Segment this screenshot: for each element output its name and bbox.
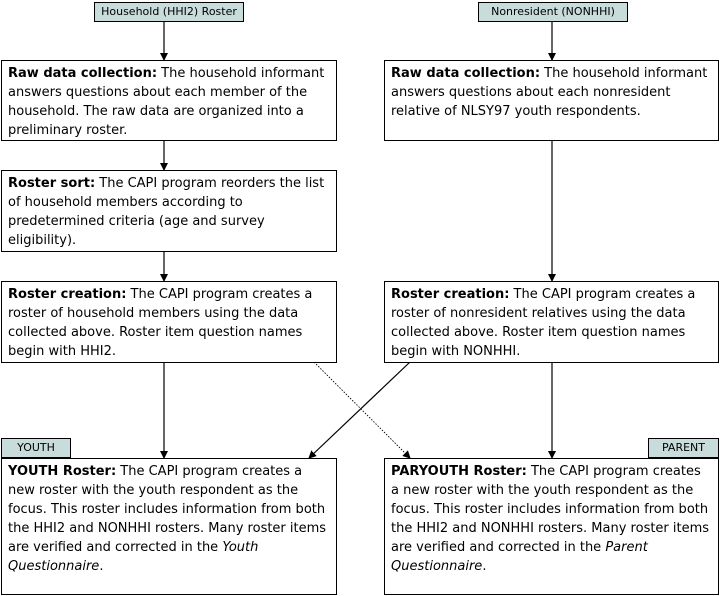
left-roster-creation-box: Roster creation: The CAPI program create… [1,281,337,363]
box-text: The CAPI program creates a new roster wi… [391,464,710,555]
household-roster-tag: Household (HHI2) Roster [94,2,244,22]
youth-roster-box: YOUTH Roster: The CAPI program creates a… [1,458,337,595]
box-end: . [99,559,104,574]
box-title: PARYOUTH Roster: [391,464,527,479]
box-end: . [482,559,487,574]
box-title: Raw data collection: [391,66,541,81]
box-title: Roster creation: [8,287,127,302]
youth-tag: YOUTH [1,438,71,458]
box-title: Roster creation: [391,287,510,302]
box-title: YOUTH Roster: [8,464,117,479]
questionnaire-name: Youth Questionnaire [8,540,259,574]
box-text: The household informant answers question… [8,66,325,138]
box-text: The household informant answers question… [391,66,708,119]
roster-sort-box: Roster sort: The CAPI program reorders t… [1,170,337,252]
box-text: The CAPI program creates a new roster wi… [8,464,327,555]
box-title: Roster sort: [8,176,96,191]
questionnaire-name: Parent Questionnaire [391,540,648,574]
parent-tag: PARENT [648,438,719,458]
box-text: The CAPI program reorders the list of ho… [8,176,325,248]
box-text: The CAPI program creates a roster of hou… [8,287,313,359]
nonresident-tag: Nonresident (NONHHI) [478,2,628,22]
right-roster-creation-box: Roster creation: The CAPI program create… [384,281,719,363]
paryouth-roster-box: PARYOUTH Roster: The CAPI program create… [384,458,719,595]
right-raw-collection-box: Raw data collection: The household infor… [384,60,719,141]
left-raw-collection-box: Raw data collection: The household infor… [1,60,337,141]
box-title: Raw data collection: [8,66,158,81]
arrow-nonhhi-to-youth [308,361,411,459]
box-text: The CAPI program creates a roster of non… [391,287,696,359]
